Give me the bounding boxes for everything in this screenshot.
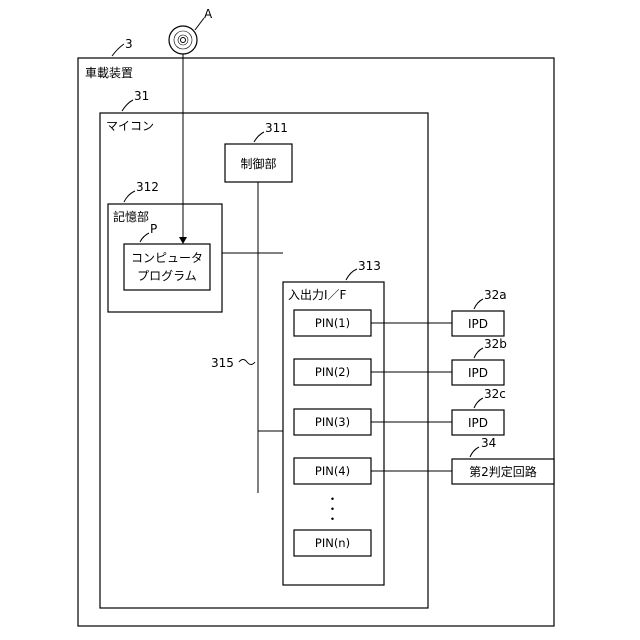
device-ref: 3 [125,37,133,51]
bus-ref: 315 [211,356,234,370]
ipd-b-ref: 32b [484,337,507,351]
control-label: 制御部 [240,156,276,171]
pin-label-3: PIN(3) [315,415,350,429]
device-leader-line [112,44,124,56]
device-label: 車載装置 [85,66,133,80]
disc-leader-line [195,18,204,30]
pin-label-1: PIN(1) [315,316,350,330]
micon-label: マイコン [106,119,154,133]
control-ref: 311 [265,121,288,135]
disc-label: A [204,7,213,21]
pin-label-4: PIN(4) [315,464,350,478]
storage-label: 記憶部 [113,209,149,224]
ipd-c-ref: 32c [484,387,506,401]
pin-label-2: PIN(2) [315,365,350,379]
ipd-c-label: IPD [468,416,488,430]
io-ref: 313 [358,259,381,273]
disc-icon [169,26,197,54]
program-line1: コンピュータ [131,251,203,265]
program-line2: プログラム [137,269,197,283]
ipd-a-ref: 32a [484,288,507,302]
program-ref: P [150,222,157,236]
storage-ref: 312 [136,180,159,194]
judge-ref: 34 [481,436,496,450]
io-label: 入出力I／F [288,288,347,302]
pin-ellipsis-3: ・ [326,512,338,526]
ipd-b-label: IPD [468,366,488,380]
pin-label-n: PIN(n) [315,536,350,550]
micon-ref: 31 [134,89,149,103]
judge-label: 第2判定回路 [469,464,537,479]
ipd-a-label: IPD [468,317,488,331]
